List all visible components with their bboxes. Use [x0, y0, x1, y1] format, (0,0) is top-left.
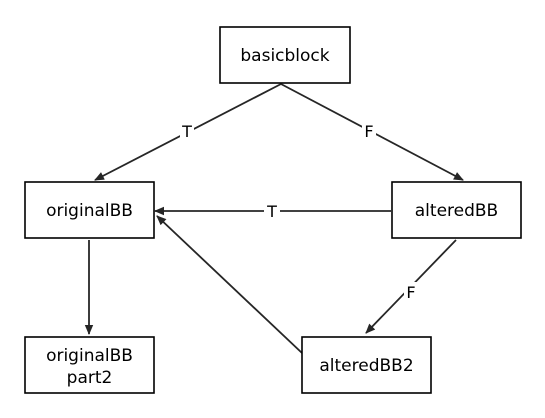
node-label: originalBB — [46, 201, 133, 221]
node-box — [219, 26, 351, 84]
node-label: basicblock — [240, 46, 329, 66]
node-basicblock: basicblock — [219, 26, 351, 84]
node-box — [24, 181, 155, 239]
edge-label-true: T — [181, 122, 192, 141]
edge-label-true: T — [266, 202, 277, 221]
node-originalbb: originalBB — [24, 181, 155, 239]
edge-label-false: F — [406, 283, 415, 302]
edge-basicblock-to-originalbb: T — [94, 83, 282, 181]
edge-label-background — [180, 121, 194, 141]
node-box — [301, 336, 432, 394]
edge-alteredbb2-to-originalbb — [156, 215, 303, 354]
edge-alteredbb-to-originalbb: T — [154, 201, 391, 221]
edge-label-background — [404, 282, 418, 302]
node-alteredbb: alteredBB — [391, 181, 522, 239]
node-label: alteredBB2 — [319, 356, 413, 376]
edge-label-false: F — [364, 122, 373, 141]
node-box — [24, 336, 155, 394]
node-label-line-2: part2 — [67, 368, 113, 388]
node-label: alteredBB — [415, 201, 498, 221]
edge-line — [156, 215, 303, 354]
edge-basicblock-to-alteredbb: F — [280, 83, 464, 181]
node-label-line-1: originalBB — [46, 346, 133, 366]
edge-label-background — [264, 201, 280, 221]
node-box — [391, 181, 522, 239]
edge-alteredbb-to-alteredbb2: F — [365, 239, 457, 334]
node-alteredbb2: alteredBB2 — [301, 336, 432, 394]
edge-label-background — [362, 121, 376, 141]
node-originalbb-part2: originalBB part2 — [24, 336, 155, 394]
